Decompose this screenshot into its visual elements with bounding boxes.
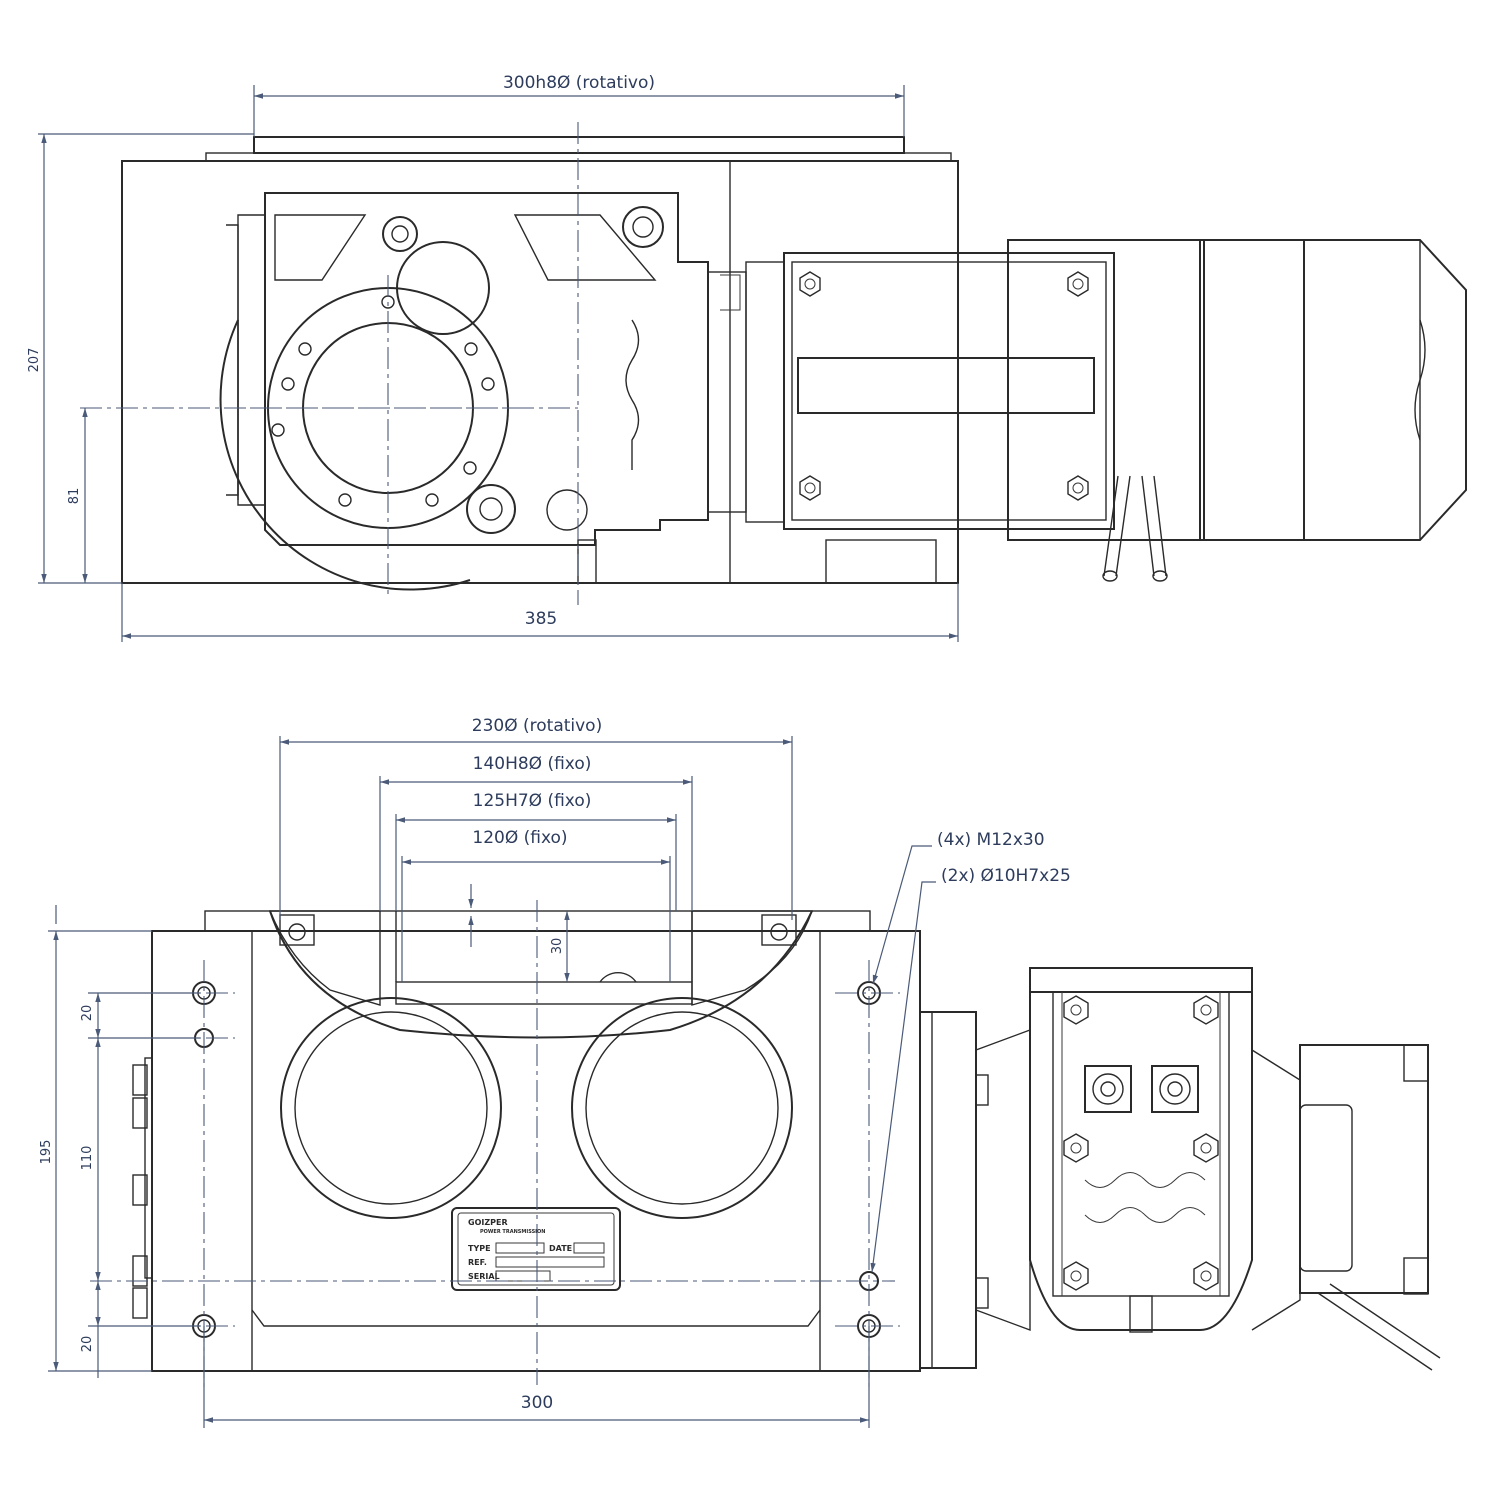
motor-side-body xyxy=(1299,1044,1429,1294)
hex-bolt xyxy=(799,271,821,297)
cap-screw xyxy=(622,206,664,248)
terminal-box xyxy=(1029,992,1253,1331)
cap-screw xyxy=(466,484,516,534)
hex-bolt xyxy=(1063,995,1089,1025)
dim-rotating-diameter-230: 230Ø (rotativo) xyxy=(472,716,602,736)
section-hatch-right xyxy=(691,910,813,1006)
bearing-left xyxy=(279,914,315,946)
terminal-box-lid xyxy=(1029,967,1253,993)
base-foot xyxy=(825,539,937,584)
dim-fixed-bore-125: 125H7Ø (fixo) xyxy=(473,791,592,811)
nameplate-ref-label: REF. xyxy=(468,1258,487,1267)
dim-hole-span-300: 300 xyxy=(521,1393,553,1413)
cable-gland xyxy=(1151,1065,1199,1113)
hex-bolt xyxy=(1193,1133,1219,1163)
motor-fan-cover xyxy=(1304,239,1467,541)
dim-axis-height-81: 81 xyxy=(67,488,82,505)
dim-base-length-385: 385 xyxy=(525,609,557,629)
cable-gland xyxy=(1084,1065,1132,1113)
motor-band xyxy=(1199,239,1305,541)
hex-bolt xyxy=(1193,995,1219,1025)
motor-body xyxy=(1007,239,1205,541)
hex-bolt xyxy=(1067,271,1089,297)
top-view: 300h8Ø (rotativo) 207 81 385 xyxy=(27,73,1467,642)
dim-edge-offset-top-20: 20 xyxy=(80,1005,95,1022)
dim-fixed-bore-140: 140H8Ø (fixo) xyxy=(473,754,592,774)
worm-opening-left xyxy=(280,997,502,1219)
section-hatch-left xyxy=(268,910,381,1006)
nameplate-brand: GOIZPER xyxy=(468,1218,508,1227)
rotating-plate xyxy=(253,136,905,154)
motor-terminal-box xyxy=(783,252,1115,530)
hex-bolt xyxy=(1063,1133,1089,1163)
worm-wheel-outline xyxy=(219,319,471,591)
hex-bolt xyxy=(1193,1261,1219,1291)
callout-pins: (2x) Ø10H7x25 xyxy=(941,866,1071,886)
side-flange xyxy=(919,1011,977,1369)
dim-hole-spacing-110: 110 xyxy=(80,1146,95,1171)
worm-opening-right xyxy=(571,997,793,1219)
hex-bolt xyxy=(799,475,821,501)
nameplate-date-label: DATE xyxy=(549,1244,572,1253)
motor-cable xyxy=(1141,475,1168,582)
front-housing xyxy=(151,930,921,1372)
drain-plug xyxy=(546,489,588,531)
nameplate-tagline: POWER TRANSMISSION xyxy=(480,1229,545,1235)
motor-cable xyxy=(1102,475,1131,582)
main-housing xyxy=(121,160,959,584)
callout-threads: (4x) M12x30 xyxy=(937,830,1045,850)
bearing-right xyxy=(761,914,797,946)
nameplate-type-label: TYPE xyxy=(468,1244,491,1253)
dim-total-height-195: 195 xyxy=(39,1140,54,1165)
dim-fixed-bore-120: 120Ø (fixo) xyxy=(472,828,567,848)
hex-bolt xyxy=(1067,475,1089,501)
nameplate: GOIZPER POWER TRANSMISSION TYPE DATE REF… xyxy=(451,1207,621,1291)
terminal-label-band xyxy=(797,357,1095,414)
dim-edge-offset-bottom-20: 20 xyxy=(80,1336,95,1353)
input-shaft-boss xyxy=(396,241,490,335)
dim-total-height-207: 207 xyxy=(27,348,42,373)
hex-bolt xyxy=(1063,1261,1089,1291)
gearbox-body xyxy=(264,192,709,546)
front-view: GOIZPER POWER TRANSMISSION TYPE DATE REF… xyxy=(39,716,1441,1428)
dim-rotating-diameter-300: 300h8Ø (rotativo) xyxy=(503,73,655,93)
nameplate-serial-label: SERIAL xyxy=(468,1272,500,1281)
fixed-bore-ring xyxy=(395,981,693,1005)
motor-cable xyxy=(1317,1283,1441,1371)
cap-screw xyxy=(382,216,418,252)
dim-depth-30: 30 xyxy=(550,938,565,955)
